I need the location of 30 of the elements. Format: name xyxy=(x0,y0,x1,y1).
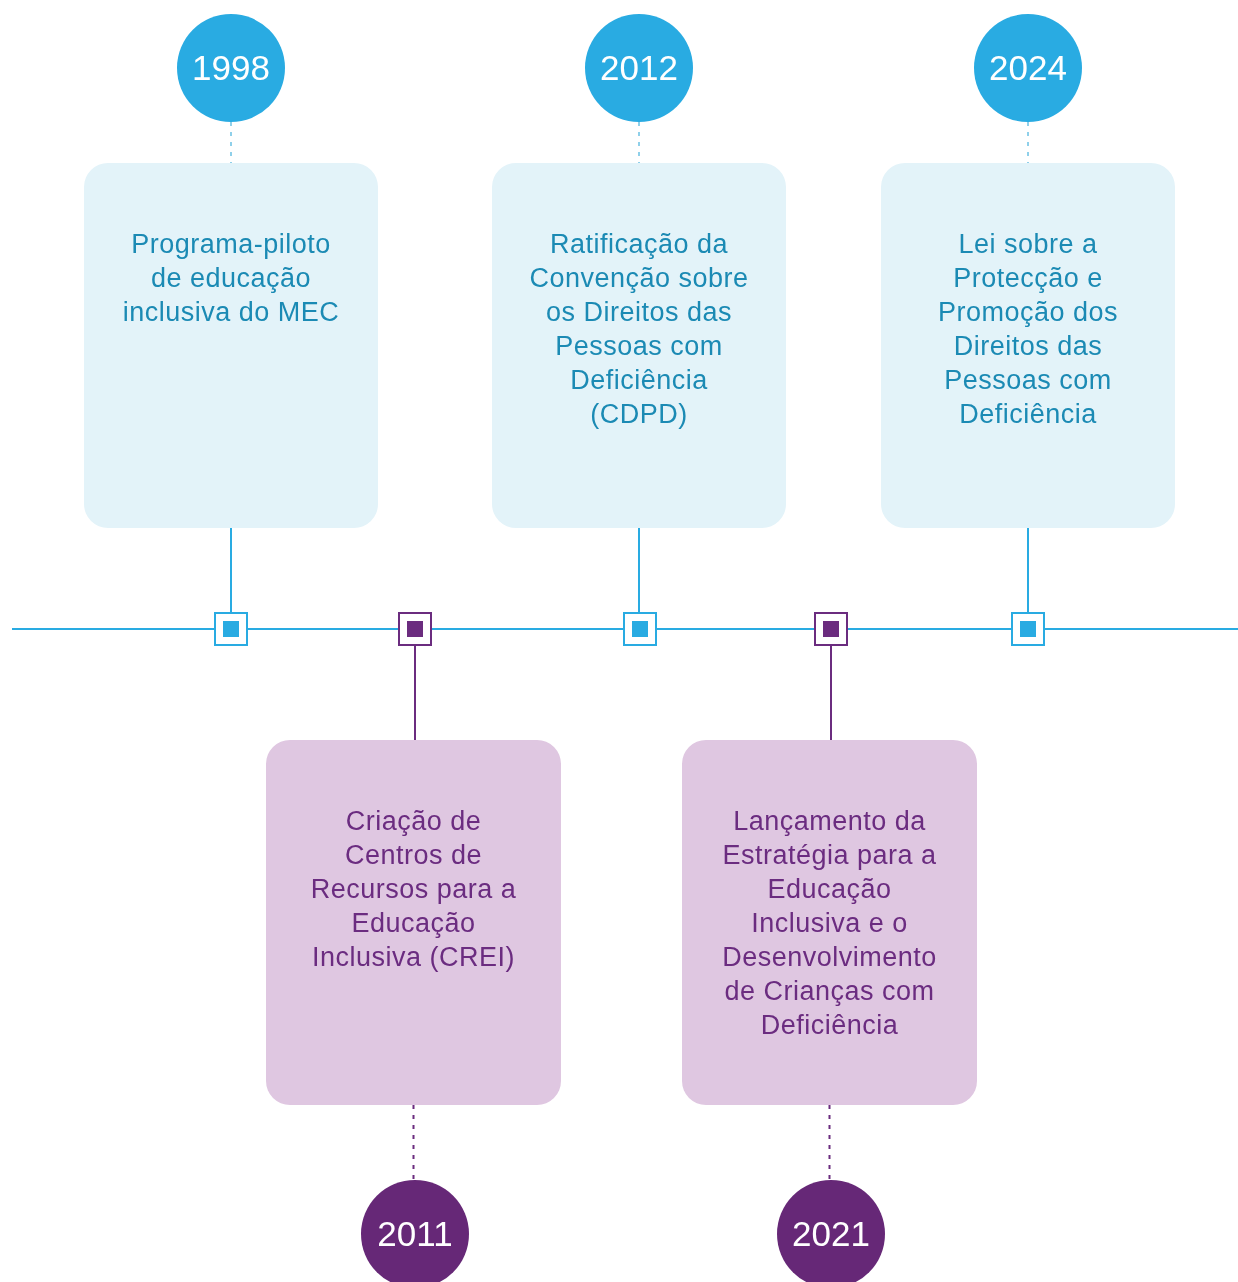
connector-line xyxy=(638,527,640,613)
timeline-marker xyxy=(814,612,848,646)
event-card xyxy=(682,740,977,1105)
event-text: Criação de Centros de Recursos para a Educação Inclusiva (CREI) xyxy=(309,805,518,974)
year-label: 1998 xyxy=(192,48,270,88)
year-label: 2021 xyxy=(792,1214,870,1254)
event-card xyxy=(492,163,786,528)
year-label: 2012 xyxy=(600,48,678,88)
event-text: Lei sobre a Protecção e Promoção dos Direitos das Pessoas com Deficiência xyxy=(936,228,1120,431)
timeline-marker xyxy=(214,612,248,646)
year-label: 2024 xyxy=(989,48,1067,88)
dotted-connector xyxy=(1027,121,1029,164)
connector-line xyxy=(1027,527,1029,613)
connector-line xyxy=(230,527,232,613)
event-card xyxy=(881,163,1175,528)
dotted-connector xyxy=(638,121,640,164)
dotted-connector xyxy=(828,1104,831,1181)
event-text: Programa-piloto de educação inclusiva do MEC xyxy=(121,228,341,329)
connector-line xyxy=(830,645,832,741)
event-text: Lançamento da Estratégia para a Educação Inclusiva e o Desenvolvimento de Crianças com Deficiência xyxy=(721,805,938,1042)
event-text: Ratificação da Convenção sobre os Direitos das Pessoas com Deficiência (CDPD) xyxy=(528,228,750,431)
event-card xyxy=(84,163,378,528)
timeline-marker xyxy=(398,612,432,646)
timeline-marker xyxy=(623,612,657,646)
year-label: 2011 xyxy=(377,1214,453,1254)
dotted-connector xyxy=(412,1104,415,1181)
event-card xyxy=(266,740,561,1105)
timeline-marker xyxy=(1011,612,1045,646)
dotted-connector xyxy=(230,121,232,164)
connector-line xyxy=(414,645,416,741)
